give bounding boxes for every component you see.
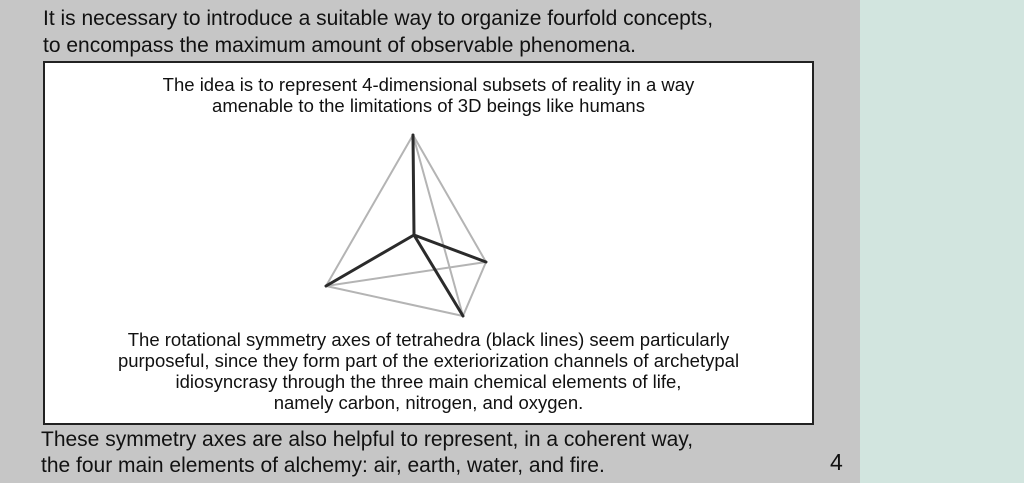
card-top-caption: The idea is to represent 4-dimensional s… [45,74,812,116]
tetrahedron-edge [412,134,487,263]
tetrahedron-diagram [324,133,488,318]
side-panel [860,0,1024,483]
diagram-card: The idea is to represent 4-dimensional s… [43,61,814,425]
card-bottom-caption-line-1: The rotational symmetry axes of tetrahed… [127,329,730,350]
tetrahedron-edge [462,261,487,317]
page-number: 4 [830,449,843,475]
card-bottom-caption-line-2: purposeful, since they form part of the … [117,350,740,371]
outro-line-1: These symmetry axes are also helpful to … [41,428,694,451]
intro-text: It is necessary to introduce a suitable … [43,5,843,59]
outro-text: These symmetry axes are also helpful to … [41,427,811,479]
tetrahedron-edge [412,134,464,317]
card-bottom-caption-line-4: namely carbon, nitrogen, and oxygen. [273,392,584,413]
card-top-caption-line-2: amenable to the limitations of 3D beings… [212,95,645,116]
tetrahedron-edge [325,285,464,317]
intro-line-2: to encompass the maximum amount of obser… [43,34,636,57]
card-top-caption-line-1: The idea is to represent 4-dimensional s… [162,74,695,95]
card-bottom-caption-line-3: idiosyncrasy through the three main chem… [175,371,682,392]
symmetry-axis [324,233,416,288]
outro-line-2: the four main elements of alchemy: air, … [41,454,605,477]
symmetry-axis [412,233,488,264]
symmetry-axis [412,233,465,318]
tetrahedron-edge [325,134,414,287]
card-bottom-caption: The rotational symmetry axes of tetrahed… [45,329,812,413]
intro-line-1: It is necessary to introduce a suitable … [43,7,714,30]
tetrahedron-edge [325,261,487,287]
symmetry-axis [411,133,416,237]
